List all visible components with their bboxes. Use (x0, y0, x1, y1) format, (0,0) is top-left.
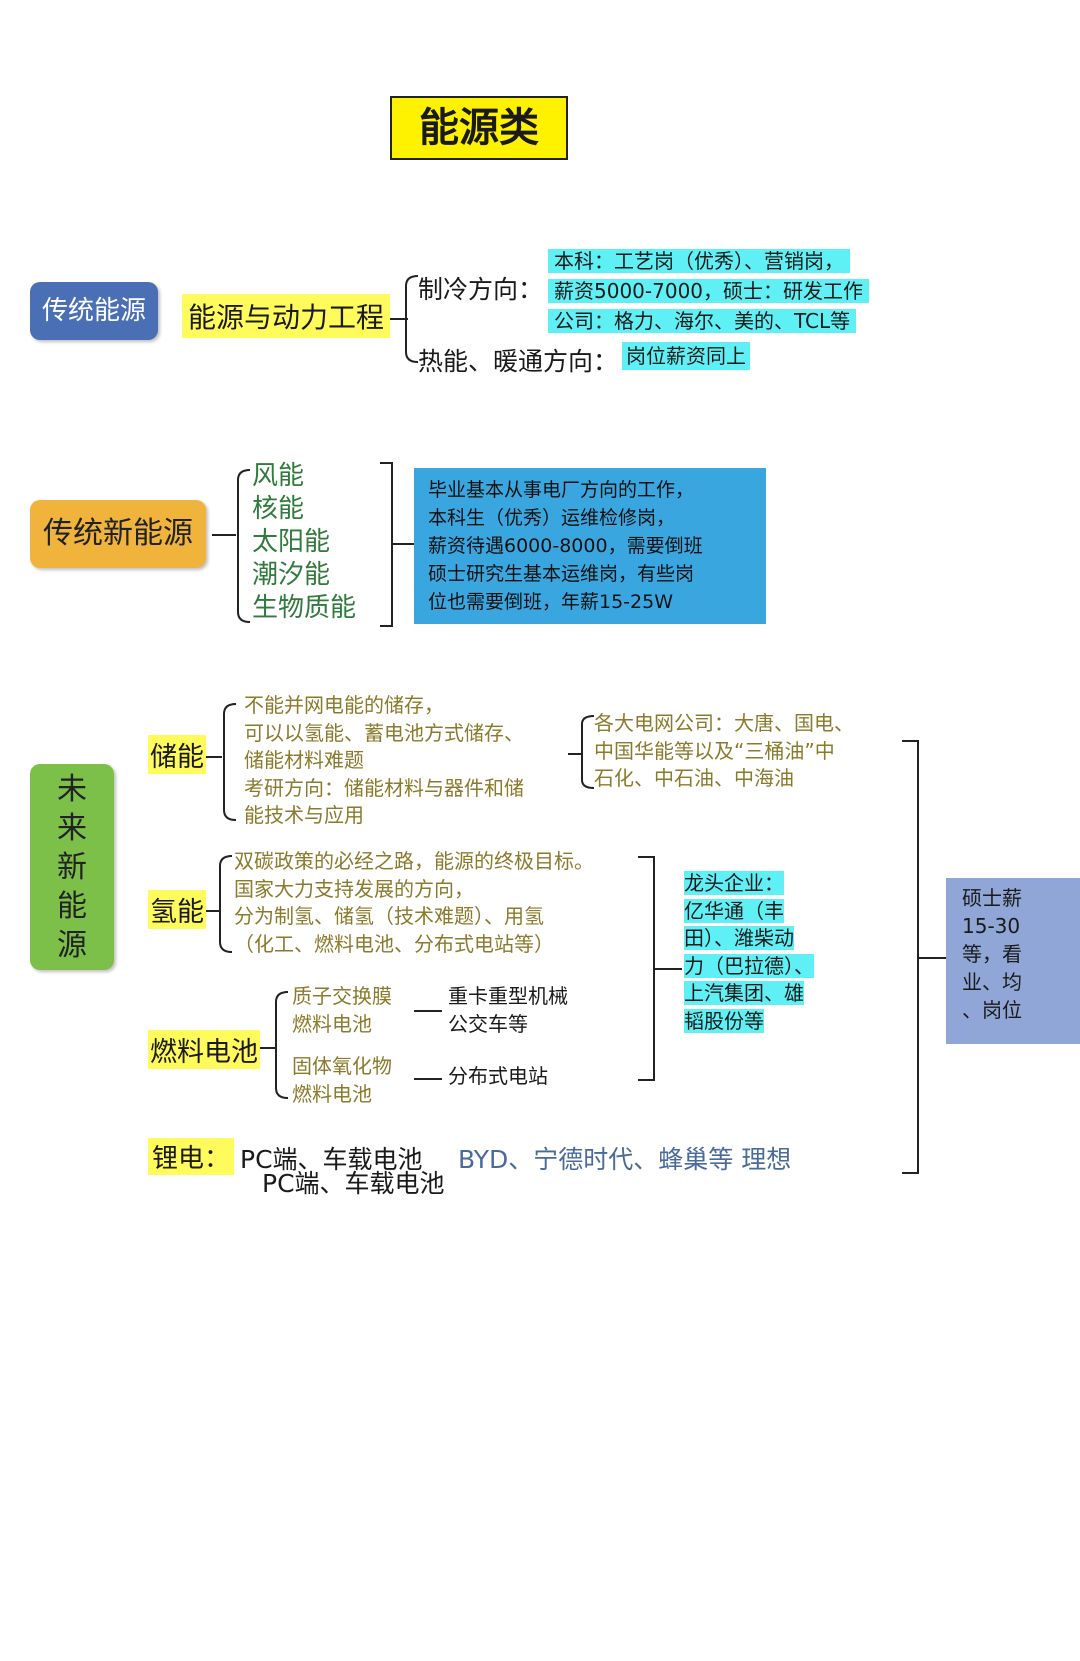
connector-line (206, 910, 220, 912)
leading-companies-line: 田）、潍柴动 (684, 926, 794, 951)
bracket-future-all (902, 740, 946, 1174)
trad-new-item: 核能 (252, 494, 305, 524)
refrigeration-detail-line: 本科：工艺岗（优秀）、营销岗， (548, 246, 869, 276)
connector-line (390, 318, 408, 320)
refrigeration-direction-label: 制冷方向： (418, 275, 544, 304)
traditional-energy-badge: 传统能源 (30, 282, 158, 340)
fuel-cell-use-sofc: 分布式电站 (448, 1064, 548, 1088)
lithium-applications: PC端、车载电池 (240, 1145, 423, 1174)
thermal-hvac-detail: 岗位薪资同上 (622, 342, 750, 370)
storage-companies: 各大电网公司：大唐、国电、 中国华能等以及“三桶油”中 石化、中石油、中海油 (594, 711, 854, 790)
lithium-companies: BYD、宁德时代、蜂巢等 理想 (458, 1145, 792, 1174)
connector-line (568, 753, 582, 755)
thermal-hvac-direction-label: 热能、暖通方向： (418, 347, 619, 376)
trad-new-item: 生物质能 (252, 593, 357, 623)
future-new-energy-badge: 未 来 新 能 源 (30, 764, 114, 970)
traditional-new-energy-badge: 传统新能源 (30, 500, 206, 568)
fuel-cell-type-sofc: 固体氧化物 燃料电池 (292, 1054, 392, 1106)
lithium-applications-overlap: PC端、车载电池 (262, 1169, 445, 1198)
leading-companies-line: 力（巴拉德）、 (684, 953, 814, 978)
refrigeration-detail: 本科：工艺岗（优秀）、营销岗， 薪资5000-7000，硕士：研发工作 公司：格… (548, 246, 870, 336)
refrigeration-detail-line: 薪资5000-7000，硕士：研发工作 (548, 276, 870, 306)
connector-line (260, 1047, 276, 1049)
trad-new-item: 风能 (252, 461, 305, 491)
leading-companies: 龙头企业： 亿华通（丰 田）、潍柴动 力（巴拉德）、 上汽集团、雄 韬股份等 (684, 870, 814, 1036)
trad-new-energy-list: 风能 核能 太阳能 潮汐能 生物质能 (252, 460, 356, 625)
hydrogen-energy-label: 氢能 (148, 890, 206, 929)
trad-new-item: 太阳能 (252, 527, 331, 557)
refrigeration-detail-line: 公司：格力、海尔、美的、TCL等 (548, 306, 869, 336)
leading-companies-line: 上汽集团、雄 (684, 981, 804, 1006)
connector-line (212, 534, 236, 536)
storage-description: 不能并网电能的储存， 可以以氢能、蓄电池方式储存、 储能材料难题 考研方向：储能… (244, 693, 524, 827)
bracket-hydrogen (219, 855, 233, 953)
bracket-trad-new-left (237, 469, 251, 623)
bracket-fuel-cell (275, 991, 289, 1099)
fuel-cell-use-pem: 重卡重型机械 公交车等 (448, 984, 568, 1036)
fuel-cell-label: 燃料电池 (148, 1030, 260, 1069)
bracket-leaders (638, 856, 682, 1081)
bracket-storage-companies (581, 715, 595, 789)
bracket-storage (223, 703, 237, 821)
salary-info-box: 硕士薪 15-30 等，看 业、均 、岗位 (946, 878, 1080, 1044)
trad-new-info-box: 毕业基本从事电厂方向的工作， 本科生（优秀）运维检修岗， 薪资待遇6000-80… (414, 468, 766, 624)
trad-new-item: 潮汐能 (252, 560, 331, 590)
fuel-cell-type-pem: 质子交换膜 燃料电池 (292, 984, 392, 1036)
leading-companies-line: 亿华通（丰 (684, 898, 784, 923)
bracket-trad-new-right (380, 462, 416, 627)
connector-line (414, 1010, 442, 1012)
connector-line (206, 756, 222, 758)
leading-companies-line: 韬股份等 (684, 1008, 764, 1033)
bracket-traditional (405, 275, 419, 363)
lithium-battery-label: 锂电： (148, 1138, 235, 1175)
leading-companies-line: 龙头企业： (684, 871, 784, 895)
page-title: 能源类 (390, 96, 568, 160)
hydrogen-description: 双碳政策的必经之路，能源的终极目标。 国家大力支持发展的方向， 分为制氢、储氢（… (234, 849, 594, 956)
connector-line (414, 1078, 442, 1080)
energy-storage-label: 储能 (148, 735, 206, 774)
energy-power-engineering-label: 能源与动力工程 (182, 294, 391, 338)
